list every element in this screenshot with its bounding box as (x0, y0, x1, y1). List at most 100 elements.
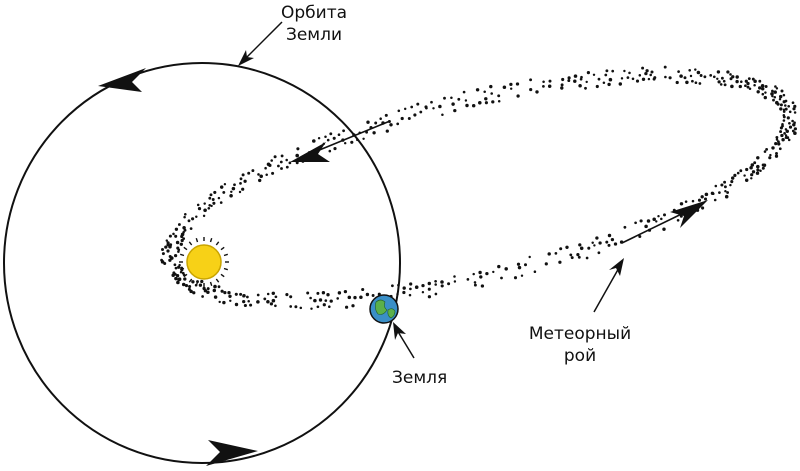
meteor-dot (266, 299, 270, 304)
meteor-dot (548, 79, 552, 83)
meteor-dot (295, 153, 299, 158)
meteor-dot (234, 302, 239, 307)
meteor-dot (593, 244, 596, 247)
meteor-dot (782, 115, 786, 119)
meteor-dot (584, 86, 587, 90)
meteor-dot (618, 82, 623, 86)
meteor-dot (427, 281, 432, 286)
meteor-dot (775, 87, 779, 90)
meteor-dot (610, 237, 615, 242)
meteor-dot (736, 171, 740, 175)
meteor-dot (188, 284, 192, 289)
sun-ray (209, 237, 213, 243)
meteor-dot (280, 167, 283, 170)
meteor-dot (778, 94, 783, 99)
earth-orbit-circle (3, 62, 401, 464)
sun-ray (223, 267, 229, 271)
meteor-dot (703, 197, 708, 201)
meteor-dot (350, 140, 354, 144)
meteor-dot (607, 82, 611, 87)
meteor-dot (679, 202, 684, 206)
meteor-dot (480, 284, 485, 288)
meteor-dot (646, 219, 651, 223)
meteor-dot (723, 185, 727, 189)
meteor-dot (176, 246, 180, 250)
meteor-dot (206, 287, 210, 291)
meteor-dot (760, 87, 765, 91)
meteor-dot (229, 299, 232, 303)
meteor-dot (200, 279, 204, 284)
meteor-dot (746, 85, 750, 89)
meteor-dot (787, 104, 791, 108)
meteor-dot (613, 242, 618, 246)
meteor-dot (259, 174, 263, 179)
meteor-dot (592, 73, 596, 77)
meteor-dot (602, 81, 606, 84)
meteor-dot (173, 253, 178, 258)
meteor-dot (372, 131, 376, 135)
meteor-label-arrow-shaft (593, 265, 621, 313)
meteor-dot (720, 183, 724, 187)
meteor-dot (256, 293, 260, 297)
meteor-dot (277, 164, 280, 168)
meteor-dot (195, 215, 198, 219)
meteor-dot (749, 165, 753, 170)
meteor-dot (660, 217, 663, 221)
meteor-dot (528, 255, 531, 259)
meteor-dot (389, 123, 393, 127)
meteor-dot (174, 266, 178, 270)
meteor-dot (724, 194, 729, 199)
meteor-dot (547, 84, 552, 89)
meteor-dot (788, 121, 791, 125)
meteor-dot (738, 84, 742, 89)
meteor-dot (750, 177, 753, 180)
meteor-dot (762, 163, 767, 168)
meteor-dot (473, 281, 477, 284)
meteor-dot (326, 293, 330, 297)
meteor-dot (783, 132, 786, 135)
meteor-dot (722, 79, 726, 83)
meteor-dot (222, 190, 226, 194)
meteor-dot (703, 75, 707, 79)
meteor-dot (176, 280, 180, 285)
meteor-dot (397, 283, 400, 287)
meteor-dot (309, 296, 312, 300)
meteor-dot (570, 256, 574, 260)
meteor-dot (771, 94, 774, 98)
meteor-dot (258, 178, 262, 183)
meteor-dot (478, 270, 482, 275)
meteor-dot (704, 192, 709, 197)
meteor-dot (251, 169, 255, 173)
meteor-dot (174, 234, 178, 238)
meteor-dot (739, 169, 743, 173)
earth-label-arrow-shaft (396, 329, 415, 359)
meteor-dot (747, 77, 751, 80)
meteor-dot (434, 292, 438, 296)
meteor-dot (227, 291, 231, 295)
sun-ray (179, 253, 185, 257)
meteor-dot (560, 83, 564, 87)
meteor-dot (535, 90, 539, 94)
meteor-label-arrow-head (609, 258, 624, 276)
sun-ray (188, 278, 193, 283)
meteor-dot (329, 132, 333, 136)
meteor-dot (786, 136, 790, 140)
meteor-dot (784, 99, 788, 103)
meteor-dot (554, 252, 558, 255)
meteor-dot (413, 113, 417, 117)
meteor-dot (778, 97, 782, 101)
meteor-dot (421, 283, 425, 288)
earth-label-arrow-head (393, 322, 406, 340)
meteor-dot (239, 182, 242, 185)
meteor-dot (343, 289, 348, 294)
meteor-dot (432, 107, 435, 110)
meteor-dot (793, 104, 797, 108)
meteor-dot (160, 258, 164, 262)
meteor-dot (773, 95, 777, 99)
meteor-dot (620, 77, 624, 80)
meteor-dot (529, 78, 533, 82)
meteor-dot (604, 73, 608, 77)
sun-ray (220, 273, 225, 278)
meteor-dot (174, 276, 178, 281)
meteor-dot (362, 137, 365, 141)
